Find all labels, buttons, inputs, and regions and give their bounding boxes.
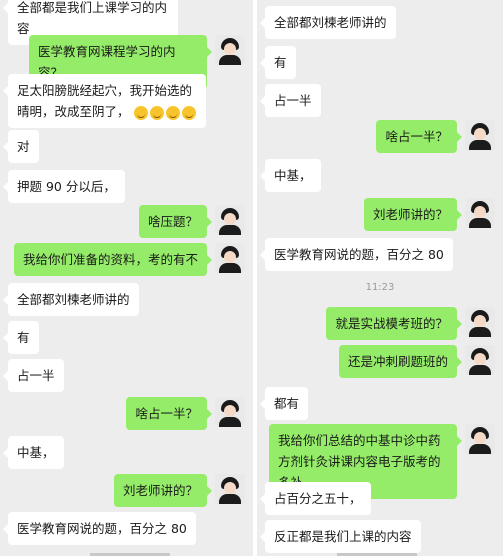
avatar[interactable] [465,120,495,150]
avatar[interactable] [215,205,245,235]
message-bubble-outgoing[interactable]: 还是冲刺刷题班的 [338,345,463,378]
message-timestamp: 11:23 [365,282,395,293]
message-bubble-incoming[interactable]: 有 [3,321,39,354]
message-bubble-outgoing[interactable]: 我给你们准备的资料，考的有不 [13,243,213,276]
avatar[interactable] [465,424,495,454]
message-bubble-outgoing[interactable]: 刘老师讲的？ [113,474,213,507]
message-bubble-incoming[interactable]: 对 [3,130,39,163]
message-row: 押题 90 分以后， [0,170,253,203]
emoji-group [133,105,196,120]
message-bubble-incoming[interactable]: 医学教育网说的题，百分之 80 [3,512,196,545]
laughing-face-emoji-icon [133,105,148,120]
avatar[interactable] [465,345,495,375]
message-bubble-incoming[interactable]: 足太阳膀胱经起穴，我开始选的晴明，改成至阴了， [3,74,206,128]
message-row: 啥占一半？ [257,120,503,153]
message-row: 医学教育网说的题，百分之 80 [257,238,503,271]
message-row: 还是冲刺刷题班的 [257,345,503,378]
right-chat-panel[interactable]: 全部都刘楝老师讲的 有 占一半 啥占一半？ 中基， 刘老师讲的？ 医学教育网说的… [257,0,503,556]
message-bubble-incoming[interactable]: 占一半 [260,84,321,117]
message-row: 医学教育网说的题，百分之 80 [0,512,253,545]
panel-divider [253,0,257,556]
avatar[interactable] [215,397,245,427]
message-row: 中基， [0,436,253,469]
message-bubble-incoming[interactable]: 押题 90 分以后， [3,170,125,203]
laughing-face-emoji-icon [181,105,196,120]
laughing-face-emoji-icon [149,105,164,120]
message-row: 啥占一半？ [0,397,253,430]
message-bubble-incoming[interactable]: 都有 [259,387,309,420]
scrollbar[interactable] [337,553,417,556]
message-row: 就是实战模考班的？ [257,307,503,340]
message-bubble-incoming[interactable]: 医学教育网说的题，百分之 80 [260,238,453,271]
avatar[interactable] [215,35,245,65]
laughing-face-emoji-icon [165,105,180,120]
message-row: 反正都是我们上课的内容 [257,520,503,553]
message-bubble-incoming[interactable]: 全部都刘楝老师讲的 [260,6,396,39]
message-bubble-incoming[interactable]: 反正都是我们上课的内容 [260,520,421,553]
message-row: 全部都刘楝老师讲的 [257,6,503,39]
message-bubble-incoming[interactable]: 全部都刘楝老师讲的 [3,283,139,316]
message-row: 刘老师讲的？ [0,474,253,507]
scrollbar[interactable] [90,553,170,556]
message-bubble-outgoing[interactable]: 就是实战模考班的？ [326,307,462,340]
message-bubble-incoming[interactable]: 占一半 [3,359,64,392]
message-row: 占百分之五十， [257,482,503,515]
avatar[interactable] [215,474,245,504]
message-row: 有 [0,321,253,354]
message-bubble-outgoing[interactable]: 啥占一半？ [376,120,462,153]
message-row: 占一半 [0,359,253,392]
message-row: 对 [0,130,253,163]
message-bubble-incoming[interactable]: 中基， [260,159,321,192]
message-row: 有 [257,46,503,79]
message-row: 足太阳膀胱经起穴，我开始选的晴明，改成至阴了， [0,74,253,128]
message-bubble-incoming[interactable]: 占百分之五十， [260,482,371,515]
avatar[interactable] [465,307,495,337]
avatar[interactable] [465,198,495,228]
message-row: 啥压题？ [0,205,253,238]
avatar[interactable] [215,243,245,273]
left-chat-panel[interactable]: 全部都是我们上课学习的内容 医学教育网课程学习的内容？ 足太阳膀胱经起穴，我开始… [0,0,253,556]
message-row: 占一半 [257,84,503,117]
message-bubble-outgoing[interactable]: 啥占一半？ [126,397,212,430]
message-row: 刘老师讲的？ [257,198,503,231]
message-row: 都有 [257,387,503,420]
message-bubble-outgoing[interactable]: 啥压题？ [138,205,213,238]
message-row: 全部都刘楝老师讲的 [0,283,253,316]
message-row: 我给你们准备的资料，考的有不 [0,243,253,276]
message-bubble-incoming[interactable]: 有 [260,46,296,79]
message-text: 足太阳膀胱经起穴，我开始选的晴明，改成至阴了， [17,83,193,119]
message-row: 中基， [257,159,503,192]
message-bubble-outgoing[interactable]: 刘老师讲的？ [363,198,463,231]
message-bubble-incoming[interactable]: 中基， [3,436,64,469]
